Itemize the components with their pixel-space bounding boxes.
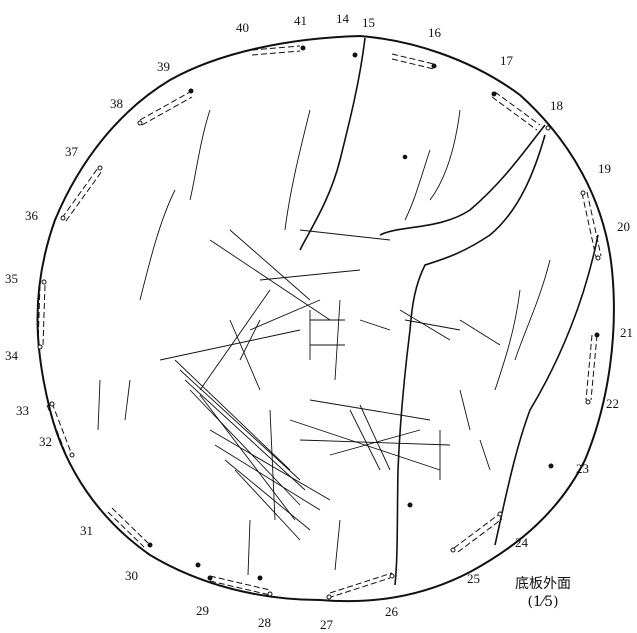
label-15: 15 <box>362 15 375 30</box>
label-17: 17 <box>500 53 514 68</box>
label-20: 20 <box>617 219 630 234</box>
label-33: 33 <box>16 403 29 418</box>
label-23: 23 <box>576 461 589 476</box>
label-40: 40 <box>236 20 249 35</box>
label-29: 29 <box>196 603 209 618</box>
label-41: 41 <box>294 13 307 28</box>
label-31: 31 <box>80 523 93 538</box>
label-24: 24 <box>515 535 529 550</box>
label-30: 30 <box>125 568 138 583</box>
label-28: 28 <box>258 615 271 630</box>
label-37: 37 <box>65 144 79 159</box>
plate-outline <box>36 34 615 603</box>
scratch-marks <box>97 109 551 576</box>
peg-holes <box>37 45 602 599</box>
label-19: 19 <box>598 161 611 176</box>
label-26: 26 <box>385 604 399 619</box>
position-labels: 40 41 14 15 16 17 18 19 20 21 22 23 24 2… <box>5 11 633 632</box>
label-39: 39 <box>157 59 170 74</box>
label-27: 27 <box>320 617 334 632</box>
label-16: 16 <box>428 25 442 40</box>
caption-title: 底板外面 <box>515 576 571 592</box>
label-18: 18 <box>550 98 563 113</box>
caption-scale: (1⁄5) <box>527 594 559 610</box>
label-36: 36 <box>25 208 39 223</box>
figure-caption: 底板外面 (1⁄5) <box>508 575 578 611</box>
nail-holes <box>37 45 601 600</box>
label-34: 34 <box>5 348 19 363</box>
label-14: 14 <box>336 11 350 26</box>
label-35: 35 <box>5 271 18 286</box>
label-22: 22 <box>606 396 619 411</box>
label-21: 21 <box>620 325 633 340</box>
crack-lines <box>299 37 599 586</box>
label-38: 38 <box>110 96 123 111</box>
label-32: 32 <box>39 434 52 449</box>
label-25: 25 <box>467 571 480 586</box>
